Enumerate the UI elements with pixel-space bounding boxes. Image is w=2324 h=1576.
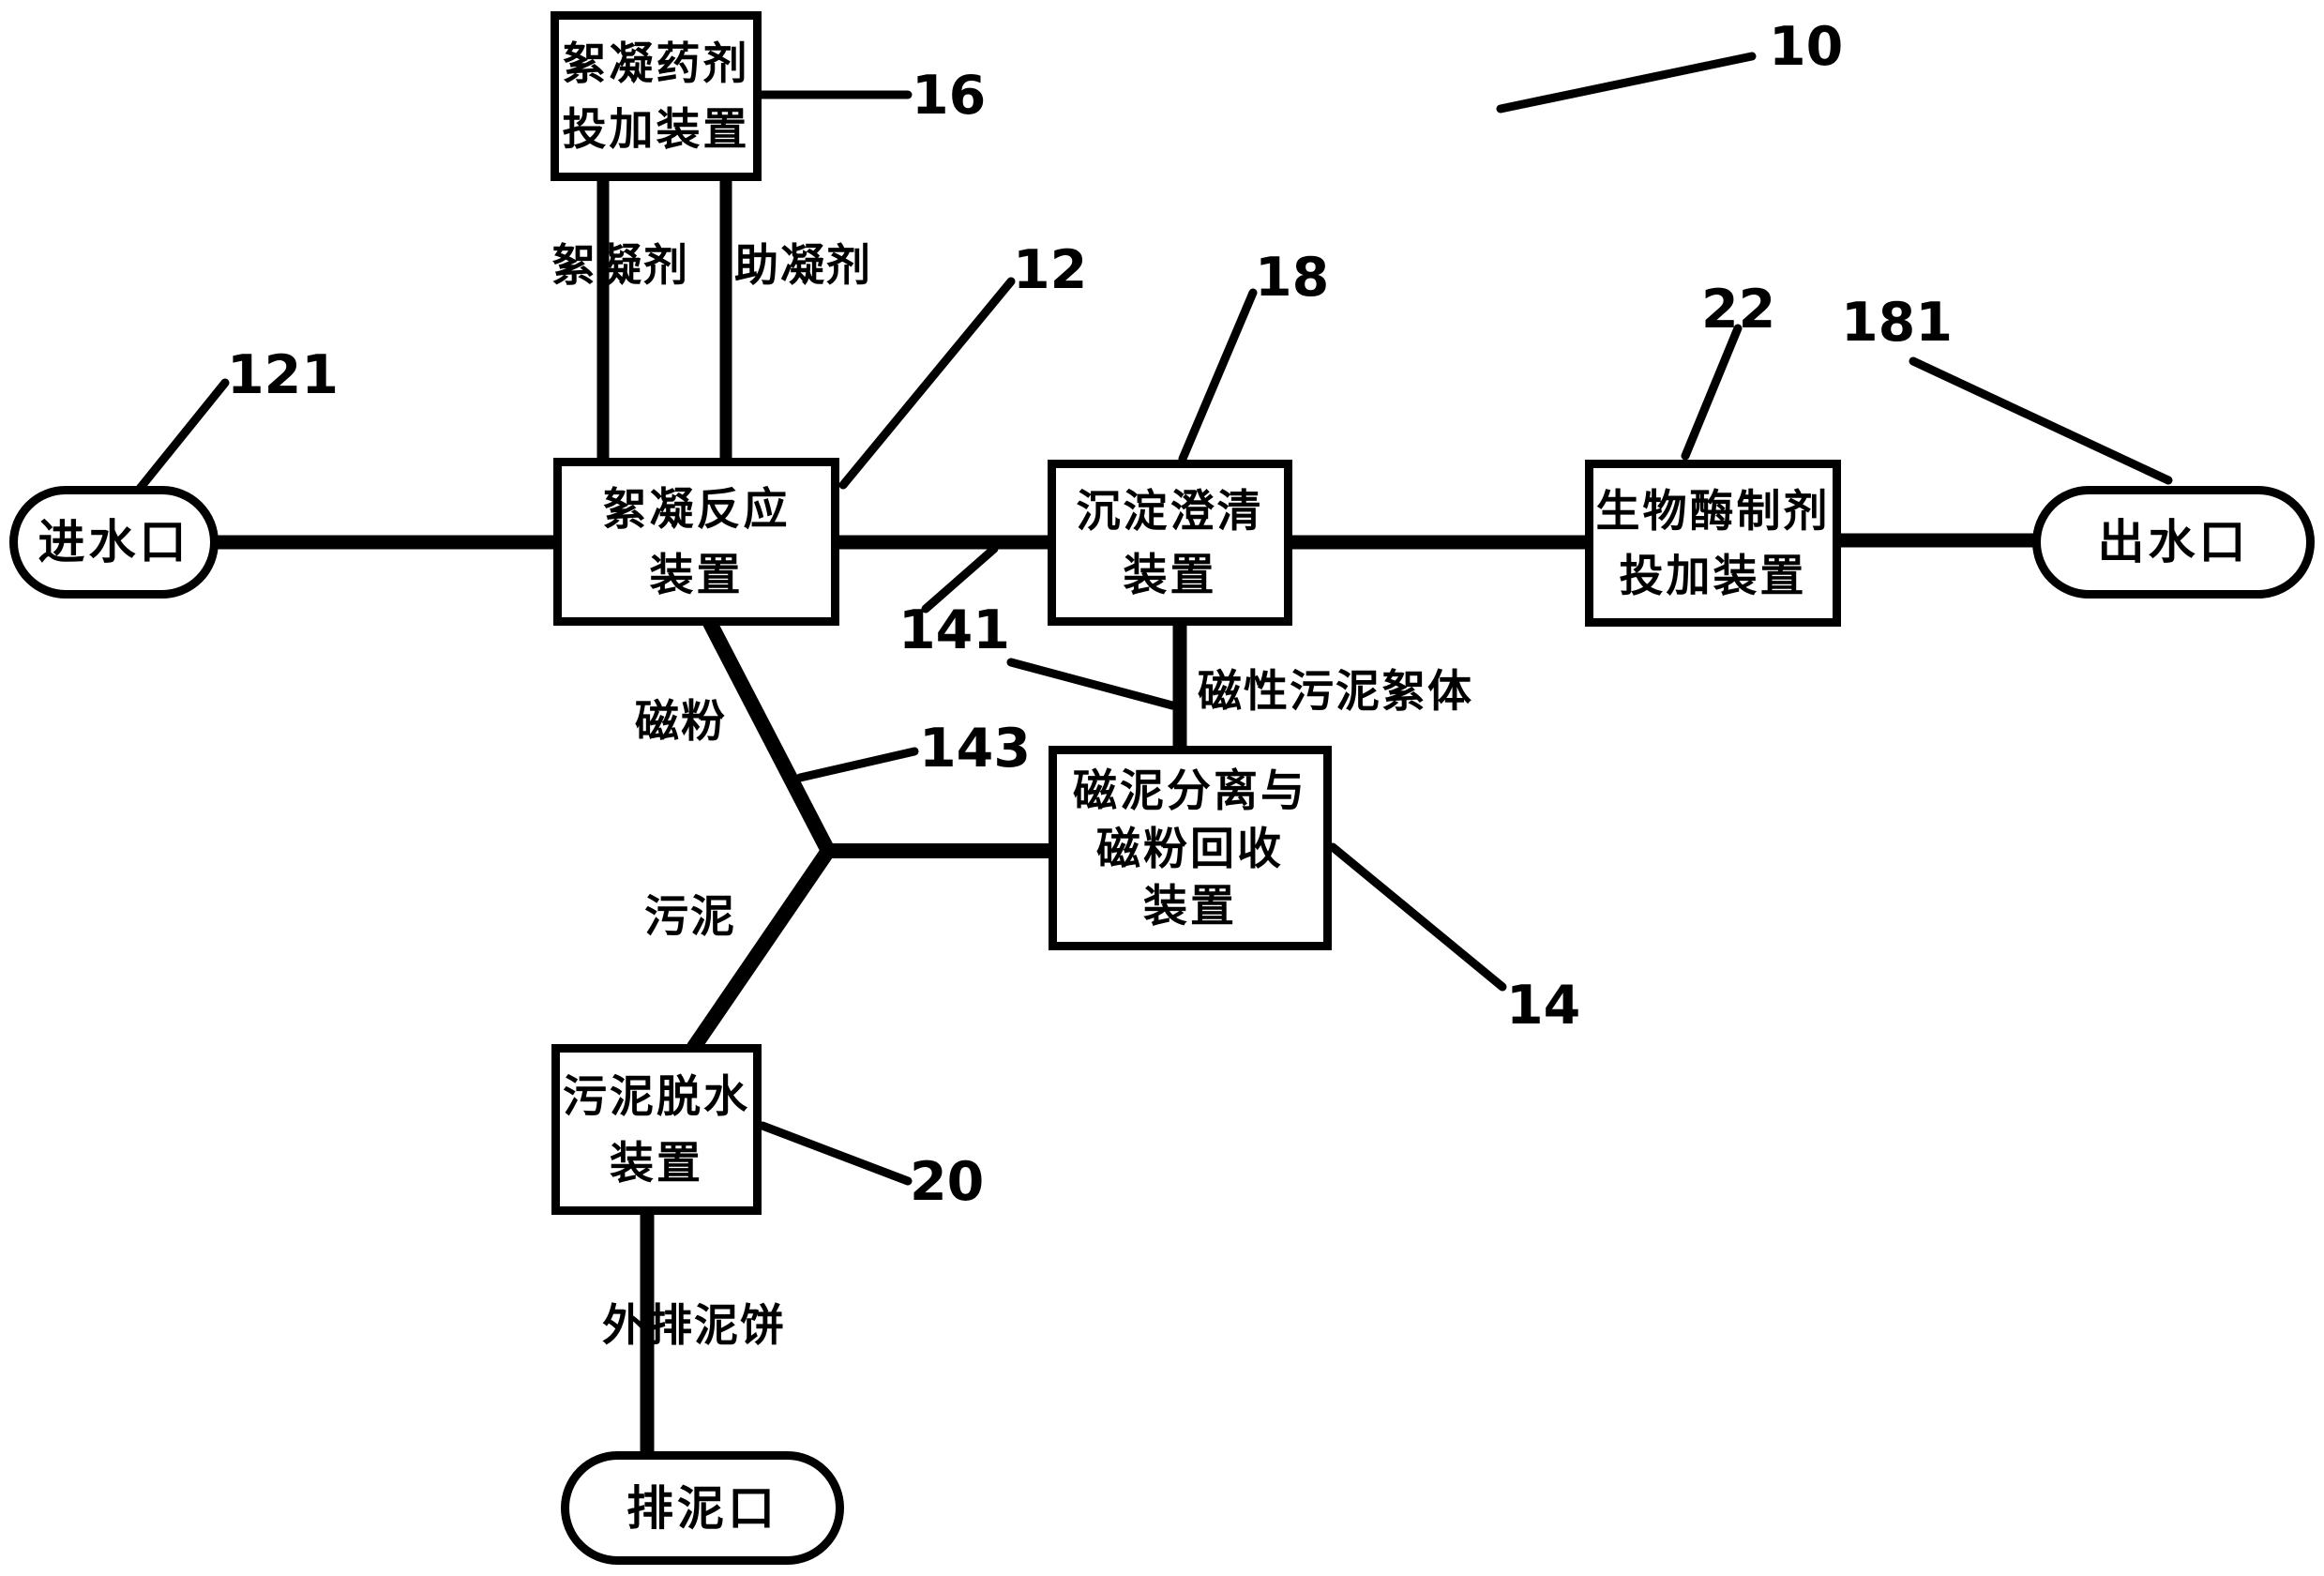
node-flocculation-reaction-device: 絮凝反应装置 bbox=[553, 458, 839, 626]
ref-181: 181 bbox=[1841, 292, 1953, 354]
ref-141: 141 bbox=[898, 599, 1010, 661]
ref-10: 10 bbox=[1769, 16, 1844, 78]
leader-line-ref-141 bbox=[1006, 658, 1177, 710]
leader-line-ref-10 bbox=[1496, 52, 1757, 114]
magnetic-powder-label: 磁粉 bbox=[635, 696, 727, 746]
ref-18: 18 bbox=[1255, 247, 1330, 309]
ref-16: 16 bbox=[912, 65, 987, 127]
node-bio-enzyme-dosing-device: 生物酶制剂投加装置 bbox=[1585, 460, 1841, 627]
node-label-line: 磁泥分离与 bbox=[1073, 765, 1307, 815]
pipe-line bbox=[702, 615, 836, 858]
node-label-line: 装置 bbox=[1123, 550, 1217, 600]
node-label-line: 生物酶制剂 bbox=[1595, 486, 1831, 536]
node-label-line: 絮凝药剂 bbox=[562, 38, 750, 88]
node-label-line: 污泥脱水 bbox=[563, 1071, 750, 1122]
leader-line-ref-121 bbox=[134, 378, 230, 494]
node-magnetic-sludge-separation-recovery-device: 磁泥分离与磁粉回收装置 bbox=[1049, 746, 1332, 950]
flocculant-agent-label: 絮凝剂 bbox=[551, 240, 689, 290]
terminal-label: 进水口 bbox=[38, 516, 190, 568]
node-sedimentation-clarification-device: 沉淀澄清装置 bbox=[1048, 460, 1292, 626]
node-label-line: 装置 bbox=[1143, 881, 1237, 932]
ref-22: 22 bbox=[1701, 279, 1776, 341]
ref-12: 12 bbox=[1013, 239, 1088, 301]
node-label-line: 磁粉回收 bbox=[1096, 823, 1284, 873]
terminal-sludge-discharge-outlet: 排泥口 bbox=[561, 1451, 844, 1565]
terminal-label: 排泥口 bbox=[626, 1481, 778, 1535]
ref-20: 20 bbox=[910, 1151, 985, 1213]
leader-line-ref-181 bbox=[1909, 356, 2173, 485]
node-label-line: 沉淀澄清 bbox=[1076, 485, 1264, 536]
ref-14: 14 bbox=[1506, 975, 1581, 1037]
ref-143: 143 bbox=[919, 718, 1031, 780]
leader-line-ref-12 bbox=[838, 277, 1016, 490]
terminal-water-outlet: 出水口 bbox=[2032, 486, 2315, 599]
terminal-water-inlet: 进水口 bbox=[9, 486, 219, 599]
node-label-line: 絮凝反应 bbox=[602, 484, 791, 535]
node-label-line: 投加装置 bbox=[1619, 551, 1807, 600]
leader-line-ref-143 bbox=[795, 747, 919, 782]
discharged-mud-cake-label: 外排泥饼 bbox=[602, 1300, 786, 1350]
node-flocculant-dosing-device: 絮凝药剂投加装置 bbox=[551, 11, 762, 181]
node-label-line: 投加装置 bbox=[562, 104, 750, 154]
node-label-line: 装置 bbox=[649, 549, 744, 599]
terminal-label: 出水口 bbox=[2097, 516, 2250, 568]
leader-line-ref-20 bbox=[758, 1121, 913, 1186]
magnetic-sludge-floc-label: 磁性污泥絮体 bbox=[1198, 666, 1473, 716]
leader-line-ref-18 bbox=[1178, 288, 1258, 463]
coagulant-aid-label: 助凝剂 bbox=[734, 240, 872, 290]
leader-line-ref-22 bbox=[1681, 324, 1743, 461]
node-label-line: 装置 bbox=[610, 1137, 703, 1188]
leader-line-ref-141 bbox=[921, 544, 999, 614]
node-sludge-dewatering-device: 污泥脱水装置 bbox=[551, 1044, 762, 1215]
ref-121: 121 bbox=[227, 344, 339, 406]
pipe-line bbox=[687, 843, 836, 1054]
sludge-label: 污泥 bbox=[644, 891, 736, 941]
leader-line-ref-14 bbox=[1328, 842, 1507, 992]
